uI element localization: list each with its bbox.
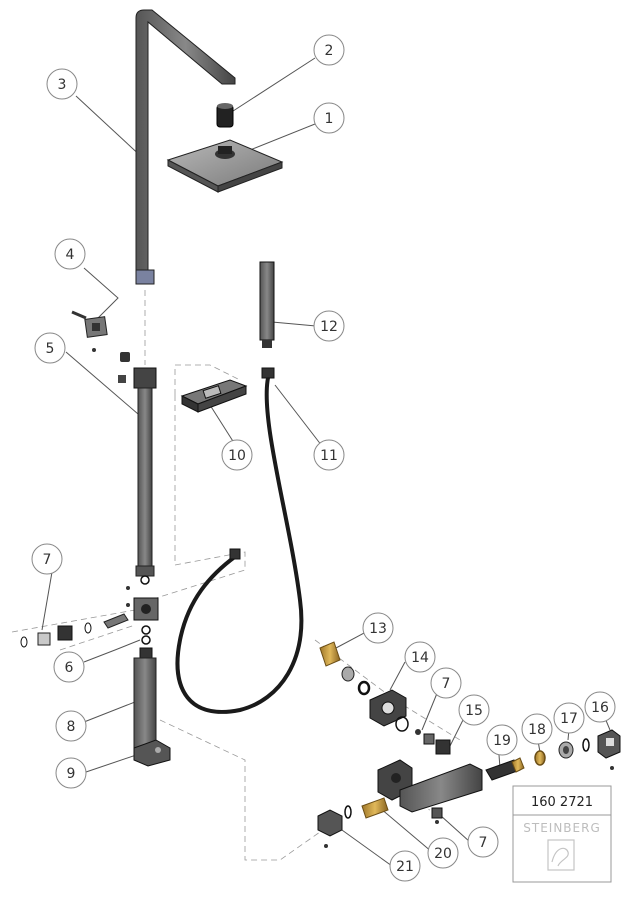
part-4-wall-bracket (71, 310, 130, 383)
part-9-foot-bracket (133, 739, 171, 767)
callout-3-label: 3 (58, 77, 67, 93)
part-17-ring (558, 741, 574, 759)
callout-11-label: 11 (320, 448, 338, 464)
callout-10: 10 (221, 439, 253, 471)
callout-11: 11 (313, 439, 345, 471)
diverter-block (126, 586, 159, 645)
o-ring-right (582, 738, 590, 752)
callout-16-label: 16 (591, 700, 609, 716)
callout-14-label: 14 (411, 650, 429, 666)
part-16-handle-knob (597, 729, 621, 770)
callout-4-label: 4 (66, 247, 75, 263)
part-5-slide-tube (133, 367, 157, 585)
part-11-shower-hose (175, 367, 304, 714)
callout-7a-label: 7 (43, 552, 52, 568)
part-1-shower-head-plate (166, 139, 284, 193)
callout-6-label: 6 (65, 660, 74, 676)
callout-19-label: 19 (493, 733, 511, 749)
part-14-cover-block (369, 689, 409, 732)
callout-6: 6 (53, 651, 85, 683)
part-6-cartridge (20, 613, 129, 648)
part-10-hand-shower-holder (180, 379, 248, 413)
part-8-lower-tube (133, 647, 157, 759)
callout-12: 12 (313, 310, 345, 342)
callout-20: 20 (427, 837, 459, 869)
callout-12-label: 12 (320, 319, 338, 335)
callout-5-label: 5 (46, 341, 55, 357)
callout-15: 15 (458, 694, 490, 726)
callout-18: 18 (521, 713, 553, 745)
callout-9-label: 9 (67, 766, 76, 782)
callout-14: 14 (404, 641, 436, 673)
callout-18-label: 18 (528, 722, 546, 738)
callout-2-label: 2 (325, 43, 334, 59)
callout-21: 21 (389, 850, 421, 882)
callout-20-label: 20 (434, 846, 452, 862)
callout-8: 8 (55, 710, 87, 742)
callout-16: 16 (584, 691, 616, 723)
callout-17-label: 17 (560, 711, 578, 727)
part-15-union-nut (415, 729, 451, 755)
part-19-thermostatic-cartridge (485, 757, 525, 781)
callout-10-label: 10 (228, 448, 246, 464)
callout-9: 9 (55, 757, 87, 789)
brand-name: STEINBERG (523, 821, 601, 835)
callout-13: 13 (362, 612, 394, 644)
callout-15-label: 15 (465, 703, 483, 719)
mixer-body (377, 759, 483, 824)
callout-19: 19 (486, 724, 518, 756)
part-18-brass-ring (534, 750, 546, 766)
callout-5: 5 (34, 332, 66, 364)
callout-4: 4 (54, 238, 86, 270)
brand-logo-icon (547, 839, 575, 871)
callout-17: 17 (553, 702, 585, 734)
part-3-shower-arm-pipe (135, 9, 236, 285)
callout-7b: 7 (430, 667, 462, 699)
callout-21-label: 21 (396, 859, 414, 875)
callout-1: 1 (313, 102, 345, 134)
callout-7a: 7 (31, 543, 63, 575)
callout-7c-label: 7 (479, 835, 488, 851)
callout-3: 3 (46, 68, 78, 100)
title-block: 160 2721 STEINBERG (512, 785, 612, 883)
part-21-diverter-knob (317, 809, 343, 848)
callout-13-label: 13 (369, 621, 387, 637)
callout-7b-label: 7 (442, 676, 451, 692)
part-13-eccentric-fitting (319, 641, 371, 696)
callout-1-label: 1 (325, 111, 334, 127)
callout-8-label: 8 (67, 719, 76, 735)
callouts: 1 2 3 4 5 7 6 8 9 10 11 12 13 14 7 15 19… (31, 34, 616, 882)
part-12-hand-shower (259, 261, 275, 348)
callout-2: 2 (313, 34, 345, 66)
part-2-head-connector (216, 103, 234, 128)
part-number: 160 2721 (531, 795, 593, 810)
callout-7c: 7 (467, 826, 499, 858)
part-20-diverter-valve (344, 797, 389, 819)
